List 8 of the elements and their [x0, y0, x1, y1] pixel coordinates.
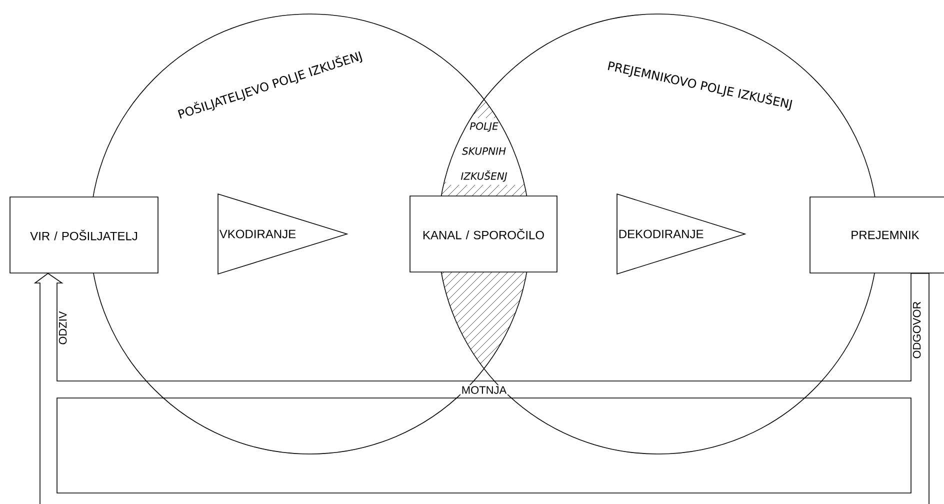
process-box: PREJEMNIK — [810, 196, 944, 274]
noise-box: MOTNJA — [56, 385, 912, 494]
feedback-arrow — [34, 272, 930, 504]
process-box: VIR / POŠILJATELJ — [10, 196, 158, 274]
arrow-label: ODZIV — [58, 311, 67, 344]
arrow-label: ODGOVOR — [912, 302, 921, 358]
process-box: KANAL / SPOROČILO — [410, 196, 558, 272]
node-label: MOTNJA — [462, 386, 507, 394]
